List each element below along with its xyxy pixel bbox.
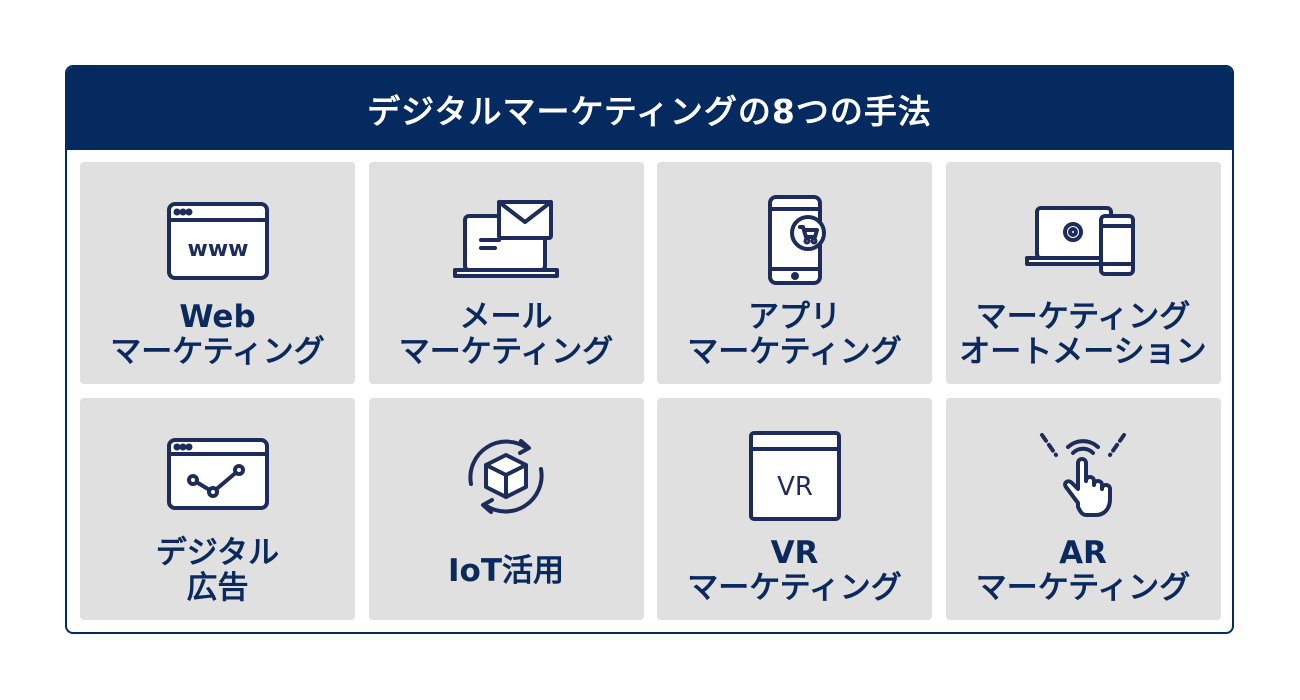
method-card-mail: メールマーケティング	[368, 162, 644, 384]
method-card-digital-ads: デジタル広告	[80, 398, 355, 620]
cube-cycle-icon	[451, 416, 561, 536]
method-label-line1: デジタル	[155, 535, 280, 571]
method-label-line2: オートメーション	[959, 334, 1207, 370]
smartphone-cart-icon	[740, 180, 850, 300]
method-label-line1: メール	[459, 299, 553, 335]
method-label-line2: マーケティング	[110, 334, 325, 370]
browser-www-icon: www	[163, 180, 273, 300]
laptop-mail-icon	[451, 180, 561, 300]
method-label-line1: VR	[770, 535, 819, 571]
method-label-line2: 広告	[186, 570, 249, 606]
page-title: デジタルマーケティングの8つの手法	[67, 67, 1232, 150]
hand-tap-icon	[1028, 416, 1138, 536]
browser-graph-icon	[163, 416, 273, 536]
method-card-iot: IoT活用	[368, 398, 644, 620]
method-label-line2: マーケティング	[398, 334, 614, 370]
method-label-line1: IoT活用	[448, 552, 564, 589]
svg-text:VR: VR	[777, 472, 813, 502]
laptop-phone-gear-icon	[1023, 180, 1143, 300]
method-label-line1: マーケティング	[975, 299, 1191, 335]
browser-vr-icon: VR	[745, 416, 845, 536]
method-label-line2: マーケティング	[975, 570, 1191, 606]
method-label-line2: マーケティング	[687, 334, 902, 370]
method-label-line1: AR	[1059, 535, 1107, 571]
method-card-automation: マーケティングオートメーション	[945, 162, 1221, 384]
method-label-line1: Web	[179, 299, 256, 335]
method-label-line1: アプリ	[748, 299, 841, 335]
method-card-app: アプリマーケティング	[657, 162, 932, 384]
svg-text:www: www	[187, 237, 248, 262]
method-label-line2: マーケティング	[687, 570, 902, 606]
